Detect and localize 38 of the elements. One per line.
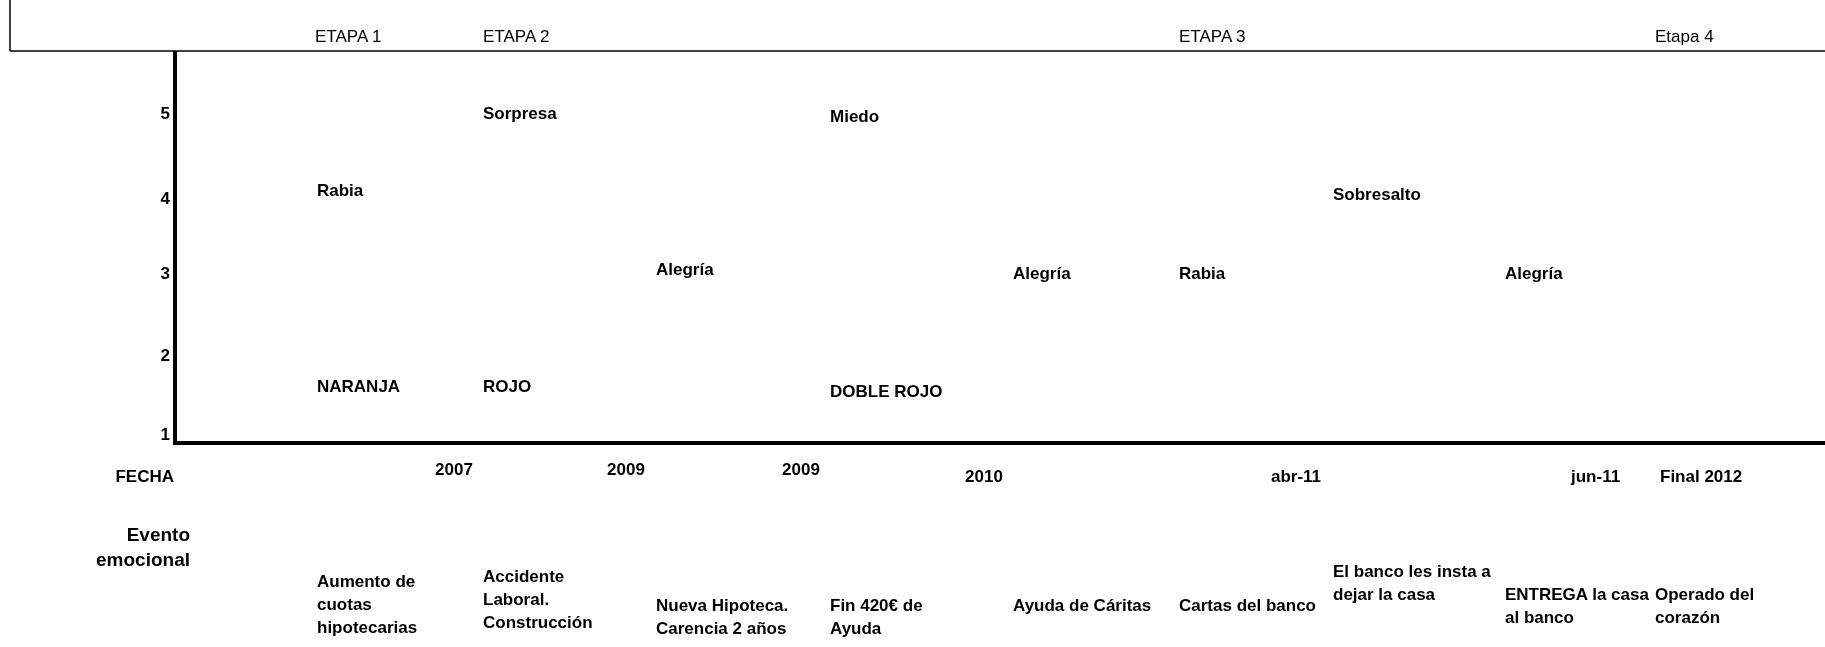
event-text: Nueva Hipoteca. Carencia 2 años — [656, 595, 790, 640]
stage-label: Etapa 4 — [1655, 26, 1714, 48]
event-text: El banco les insta a dejar la casa — [1333, 561, 1492, 606]
emotion-label: Rabia — [1179, 263, 1226, 285]
row-header: Evento emocional — [95, 523, 190, 572]
emotion-label: Sorpresa — [483, 103, 557, 125]
date-label: 2010 — [964, 466, 1004, 488]
risk-level-label: NARANJA — [317, 376, 401, 398]
event-text: Fin 420€ de Ayuda — [830, 595, 924, 640]
date-label: 2009 — [781, 459, 821, 481]
event-text: Accidente Laboral. Construcción — [483, 566, 594, 634]
axis-tick-label: 5 — [159, 103, 170, 125]
stage-label: ETAPA 2 — [483, 26, 550, 48]
emotion-label: Alegría — [1013, 263, 1071, 285]
date-label: Final 2012 — [1660, 466, 1743, 488]
stage-label: ETAPA 3 — [1179, 26, 1246, 48]
event-text: ENTREGA la casa al banco — [1505, 584, 1650, 629]
risk-level-label: ROJO — [483, 376, 532, 398]
date-label: 2009 — [606, 459, 646, 481]
event-text: Cartas del banco — [1179, 595, 1317, 617]
event-text: Ayuda de Cáritas — [1013, 595, 1153, 617]
emotion-label: Alegría — [1505, 263, 1563, 285]
date-label: abr-11 — [1269, 466, 1323, 488]
risk-level-label: DOBLE ROJO — [830, 381, 943, 403]
emotion-label: Sobresalto — [1333, 184, 1421, 206]
stage-label: ETAPA 1 — [315, 26, 382, 48]
axis-tick-label: 4 — [159, 188, 170, 210]
axis-tick-label: 1 — [159, 424, 170, 446]
date-label: 2007 — [434, 459, 474, 481]
emotion-label: Alegría — [656, 259, 714, 281]
row-header: FECHA — [114, 466, 174, 488]
emotion-label: Rabia — [317, 180, 364, 202]
axis-tick-label: 3 — [159, 263, 170, 285]
event-text: Aumento de cuotas hipotecarias — [317, 571, 419, 639]
date-label: jun-11 — [1571, 466, 1621, 488]
axis-tick-label: 2 — [159, 345, 170, 367]
event-text: Operado del corazón — [1655, 584, 1756, 629]
emotion-label: Miedo — [830, 106, 880, 128]
